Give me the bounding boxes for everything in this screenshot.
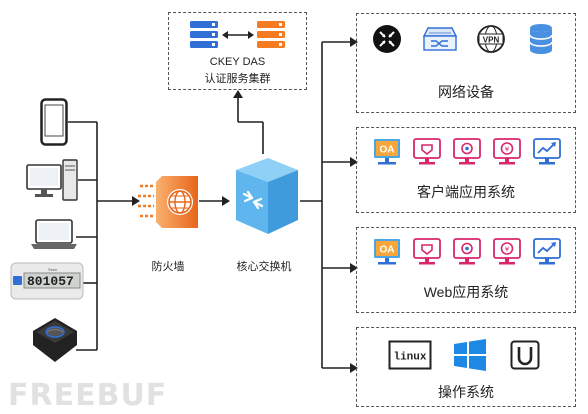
- app-monitor-icon: ¥: [493, 238, 521, 265]
- oa-text: OA: [380, 245, 395, 256]
- das-name: CKEY DAS: [209, 56, 266, 68]
- firewall-icon: [138, 176, 198, 228]
- network-devices-label: 网络设备: [438, 84, 494, 100]
- vpn-text: VPN: [483, 36, 500, 45]
- database-icon: [529, 24, 553, 54]
- server-icon: [190, 21, 218, 48]
- sync-arrows-icon: [222, 31, 254, 39]
- otp-token-icon: 801057 Seen: [10, 262, 84, 300]
- svg-text:¥: ¥: [505, 246, 510, 254]
- windows-icon: [454, 339, 486, 371]
- desktop-pc-icon: [26, 159, 78, 201]
- oa-monitor-icon: OA: [374, 239, 400, 265]
- linux-icon: linux: [388, 340, 432, 370]
- web-apps-group: [356, 227, 576, 313]
- client-apps-label: 客户端应用系统: [417, 184, 515, 200]
- linux-text: linux: [393, 352, 426, 364]
- app-monitor-icon: ¥: [493, 138, 521, 165]
- chart-monitor-icon: [533, 138, 561, 165]
- router-icon: [373, 25, 401, 53]
- app-monitor-icon: [453, 138, 481, 165]
- chart-monitor-icon: [533, 238, 561, 265]
- client-apps-group: [356, 127, 576, 213]
- os-label: 操作系统: [438, 384, 494, 400]
- app-monitor-icon: [453, 238, 481, 265]
- laptop-icon: [31, 219, 77, 249]
- app-monitor-icon: [413, 138, 441, 165]
- core-switch-label: 核心交换机: [236, 261, 292, 273]
- das-subtitle: 认证服务集群: [204, 73, 271, 85]
- oa-monitor-icon: OA: [374, 139, 400, 165]
- switch-icon: [422, 27, 458, 51]
- vpn-icon: VPN: [477, 25, 505, 53]
- token-display: 801057: [27, 274, 74, 289]
- web-apps-label: Web应用系统: [423, 284, 509, 300]
- oa-text: OA: [380, 145, 395, 156]
- firewall-label: 防火墙: [151, 261, 185, 273]
- phone-icon: [40, 98, 68, 146]
- server-icon: [257, 21, 285, 48]
- unix-icon: [510, 340, 540, 370]
- app-monitor-icon: [413, 238, 441, 265]
- das-cluster-box: [168, 12, 307, 90]
- token-brand: Seen: [48, 267, 57, 272]
- fingerprint-reader-icon: [33, 318, 77, 362]
- watermark: FREEBUF: [8, 378, 168, 413]
- core-switch-icon: [236, 158, 298, 234]
- svg-text:¥: ¥: [505, 146, 510, 154]
- network-devices-group: [356, 13, 576, 113]
- os-group: [356, 327, 576, 407]
